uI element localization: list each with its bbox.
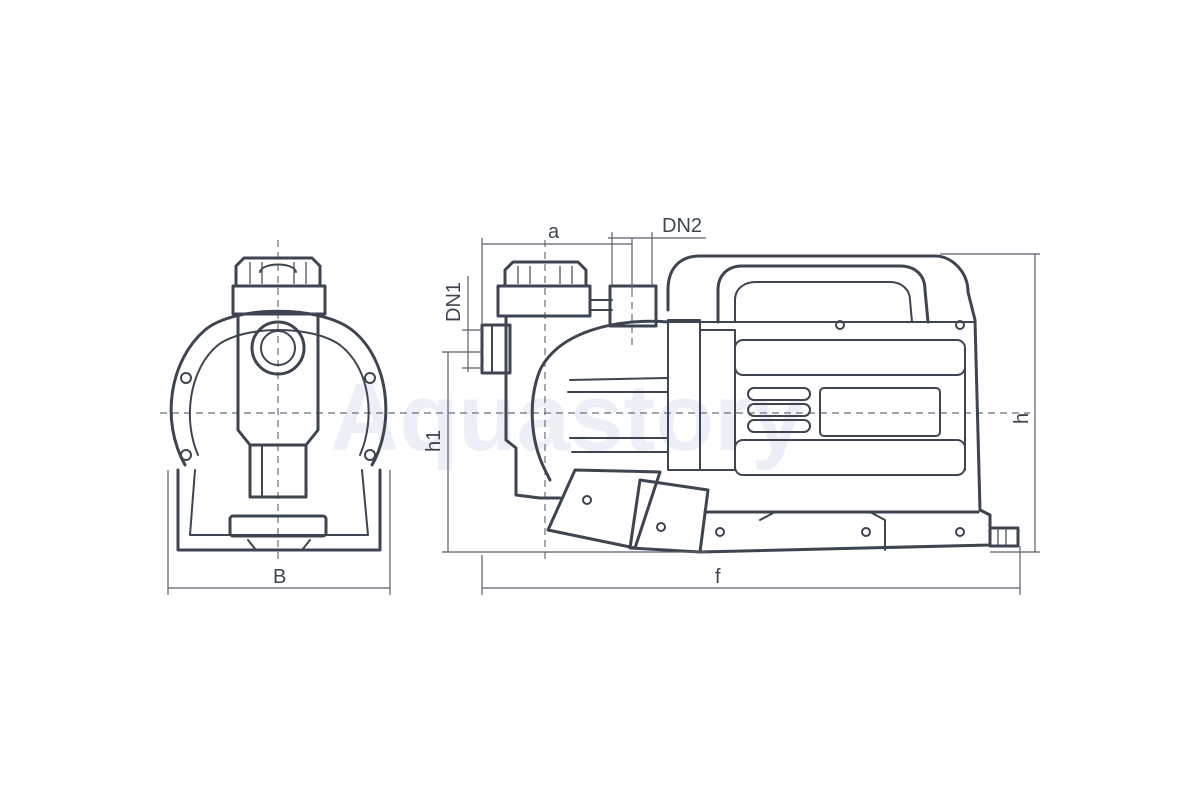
dimension-label-f: f (715, 566, 721, 588)
dimension-label-dn2: DN2 (662, 215, 702, 237)
watermark: Aquastory (330, 364, 805, 471)
pump-front-view: B (160, 240, 1030, 595)
dimension-label-dn1: DN1 (443, 282, 465, 322)
dimension-label-a: a (548, 221, 560, 243)
dimension-label-h1: h1 (423, 430, 445, 452)
dimension-label-b: B (273, 566, 286, 588)
pump-side-view: a DN2 DN1 h1 h f (423, 215, 1040, 595)
dimension-label-h: h (1011, 413, 1033, 424)
